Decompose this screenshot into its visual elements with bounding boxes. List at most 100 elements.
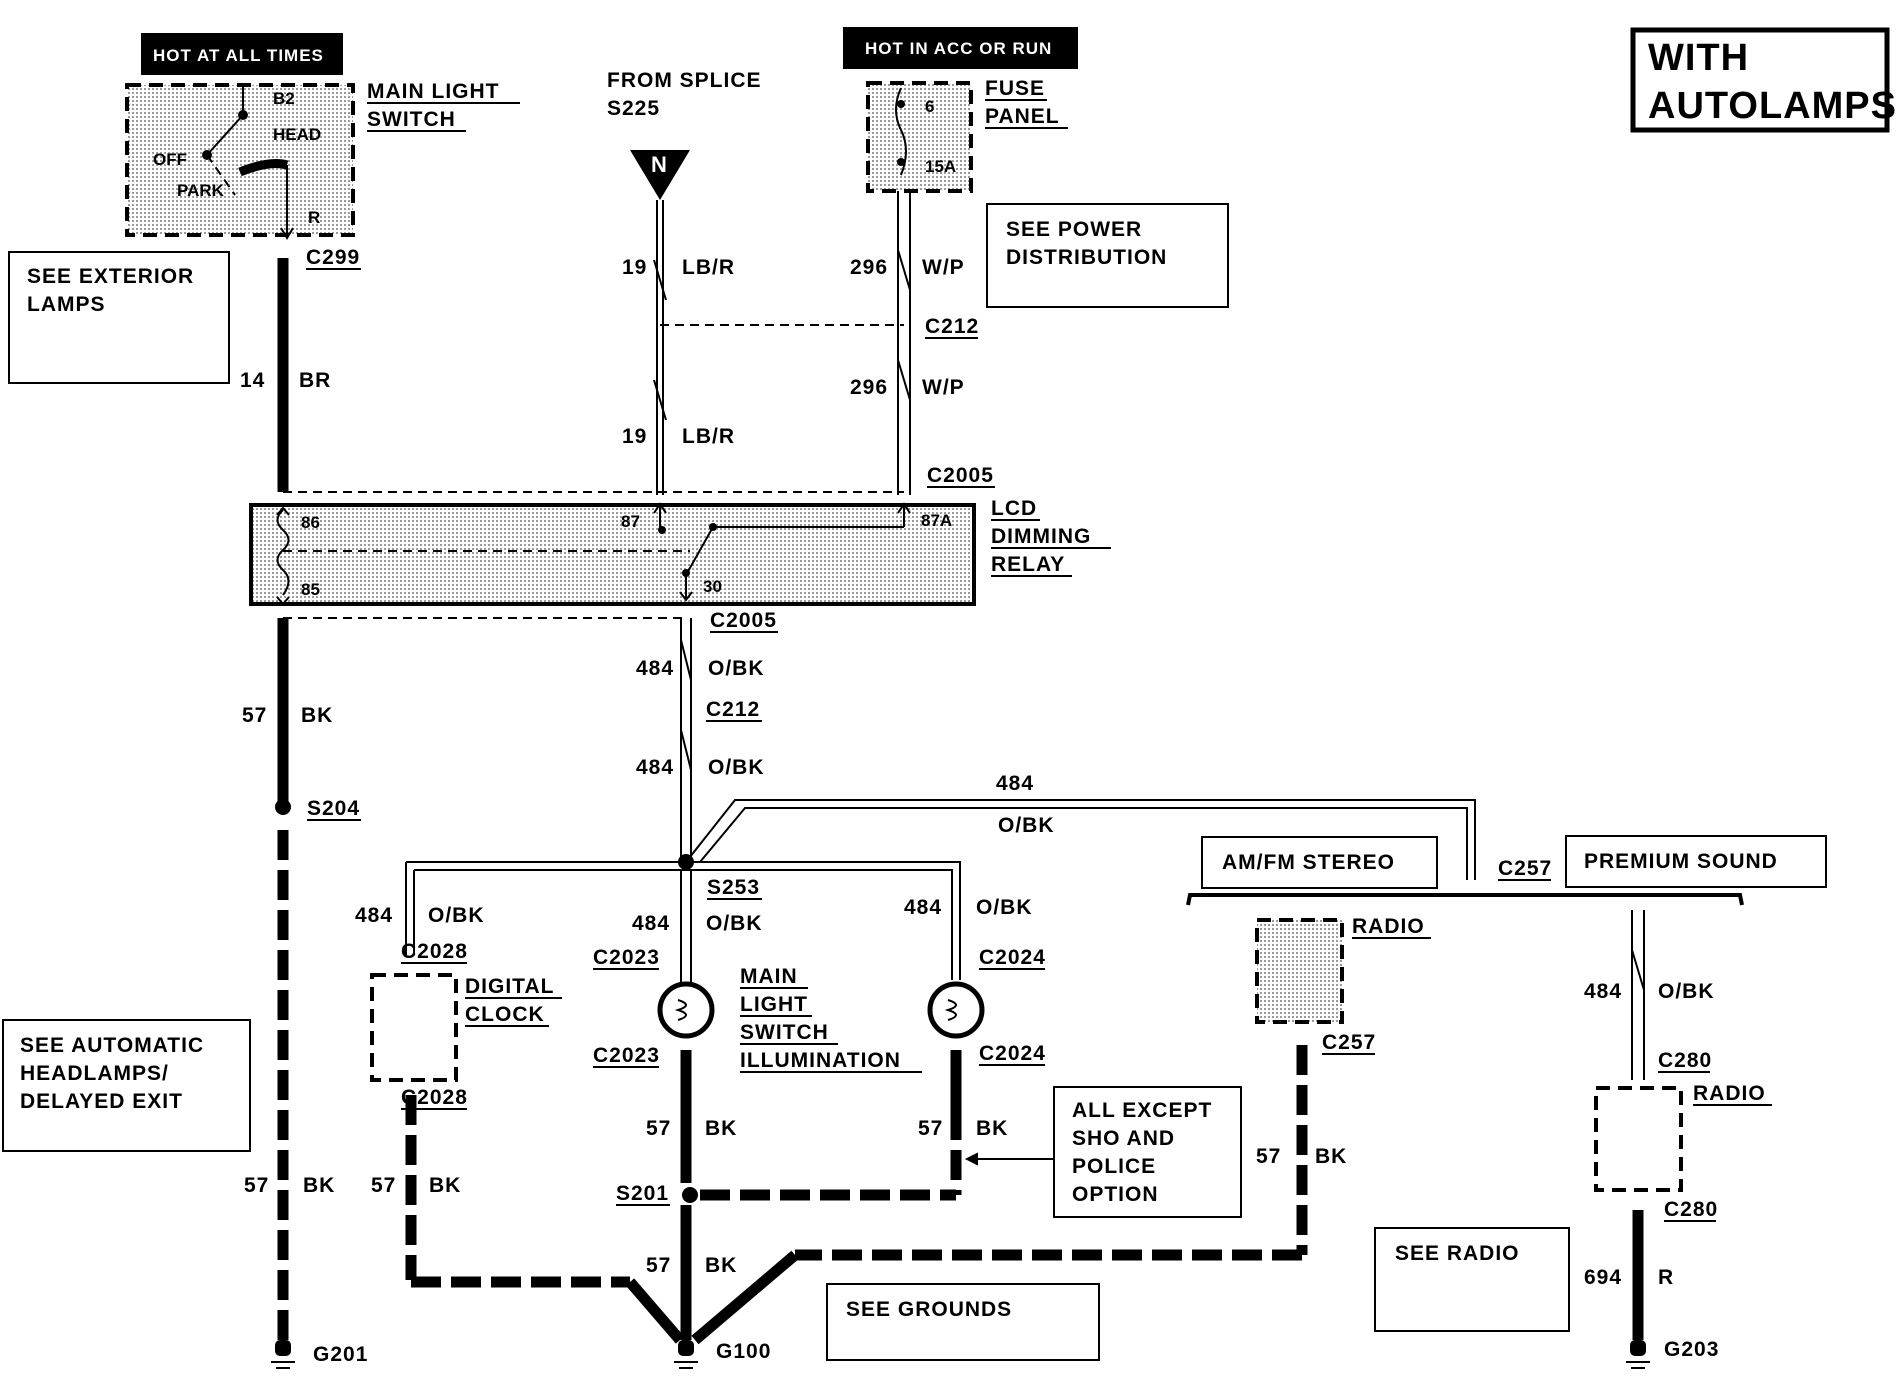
circ-19-a: 19 bbox=[622, 256, 647, 279]
color-r: R bbox=[1658, 1266, 1674, 1289]
c257-label-top: C257 bbox=[1498, 857, 1552, 880]
color-obk-f: O/BK bbox=[976, 896, 1033, 919]
from-splice-label-2: S225 bbox=[607, 97, 660, 120]
ground-wires bbox=[405, 1045, 1308, 1345]
circ-19-b: 19 bbox=[622, 425, 647, 448]
all-except-sho-4: OPTION bbox=[1072, 1183, 1159, 1206]
see-power-distribution-box: SEE POWER DISTRIBUTION bbox=[986, 203, 1229, 308]
c257-label-bottom: C257 bbox=[1322, 1031, 1376, 1054]
color-obk-d: O/BK bbox=[428, 904, 485, 927]
main-light-switch-illumination-label: MAIN LIGHT SWITCH ILLUMINATION bbox=[740, 965, 922, 1073]
color-bk-a: BK bbox=[301, 704, 333, 727]
circ-296-a: 296 bbox=[850, 256, 888, 279]
relay-label-3: RELAY bbox=[991, 553, 1065, 576]
switch-pos-off: OFF bbox=[153, 150, 187, 169]
see-radio-box: SEE RADIO bbox=[1374, 1227, 1570, 1332]
c2024-label-bottom: C2024 bbox=[979, 1042, 1046, 1065]
fuse-number: 6 bbox=[925, 97, 934, 116]
g201-label: G201 bbox=[313, 1343, 368, 1366]
audio-options: AM/FM STEREO PREMIUM SOUND bbox=[1186, 835, 1827, 906]
circ-484-d: 484 bbox=[355, 904, 393, 927]
circ-57-d: 57 bbox=[244, 1174, 269, 1197]
splice-symbol: N bbox=[651, 152, 667, 177]
all-except-sho-3: POLICE bbox=[1072, 1155, 1156, 1178]
c212-label-mid: C212 bbox=[706, 698, 760, 721]
s204-label: S204 bbox=[307, 797, 360, 820]
hot-in-acc-or-run-tag: HOT IN ACC OR RUN bbox=[843, 27, 1078, 69]
connector-labels: C299 C212 C2005 C2005 C212 S204 S253 C20… bbox=[306, 246, 1717, 1222]
see-automatic-headlamps-box: SEE AUTOMATIC HEADLAMPS/ DELAYED EXIT bbox=[2, 1019, 251, 1152]
from-splice-label-1: FROM SPLICE bbox=[607, 69, 762, 92]
relay-pin-85: 85 bbox=[301, 580, 320, 599]
ground-g201: G201 bbox=[271, 1340, 368, 1369]
color-bk-e: BK bbox=[429, 1174, 461, 1197]
circ-484-b: 484 bbox=[636, 756, 674, 779]
color-obk-a: O/BK bbox=[708, 657, 765, 680]
c212-label-top: C212 bbox=[925, 315, 979, 338]
illum-label-3: SWITCH bbox=[740, 1021, 829, 1044]
color-br: BR bbox=[299, 369, 331, 392]
main-light-switch-label-1: MAIN LIGHT bbox=[367, 80, 499, 103]
color-bk-f: BK bbox=[1315, 1145, 1347, 1168]
circ-484-f: 484 bbox=[904, 896, 942, 919]
illumination-bulb-left bbox=[657, 981, 715, 1039]
illum-label-2: LIGHT bbox=[740, 993, 808, 1016]
c2024-label-top: C2024 bbox=[979, 946, 1046, 969]
fuse-panel: 6 15A FUSE PANEL bbox=[866, 77, 1068, 193]
am-fm-stereo-label: AM/FM STEREO bbox=[1222, 851, 1395, 874]
c299-label: C299 bbox=[306, 246, 360, 269]
see-automatic-headlamps-1: SEE AUTOMATIC bbox=[20, 1034, 204, 1057]
color-bk-d: BK bbox=[303, 1174, 335, 1197]
color-lbr-b: LB/R bbox=[682, 425, 735, 448]
s253-label: S253 bbox=[707, 876, 760, 899]
all-except-sho-2: SHO AND bbox=[1072, 1127, 1175, 1150]
digital-clock: DIGITAL CLOCK bbox=[370, 973, 562, 1082]
see-exterior-lamps-box: SEE EXTERIOR LAMPS bbox=[8, 251, 230, 384]
relay-pin-87a: 87A bbox=[921, 511, 952, 530]
circuit-19-wire bbox=[653, 200, 904, 495]
ground-g100: G100 bbox=[674, 1340, 770, 1369]
circ-57-g: 57 bbox=[646, 1254, 671, 1277]
relay-label-1: LCD bbox=[991, 497, 1037, 520]
illum-label-1: MAIN bbox=[740, 965, 798, 988]
circ-484-g: 484 bbox=[1584, 980, 1622, 1003]
switch-pos-park: PARK bbox=[177, 181, 225, 200]
all-except-sho-box: ALL EXCEPT SHO AND POLICE OPTION bbox=[1053, 1086, 1242, 1218]
color-bk-c: BK bbox=[976, 1117, 1008, 1140]
switch-pos-b2: B2 bbox=[273, 89, 295, 108]
circuit-484-feed bbox=[405, 618, 1476, 985]
main-light-switch: B2 HEAD OFF PARK R MAIN LIGHT SWITCH bbox=[125, 80, 520, 240]
color-lbr-a: LB/R bbox=[682, 256, 735, 279]
circ-57-a: 57 bbox=[242, 704, 267, 727]
switch-pos-head: HEAD bbox=[273, 125, 321, 144]
circ-484-e: 484 bbox=[632, 912, 670, 935]
premium-sound-label: PREMIUM SOUND bbox=[1584, 850, 1778, 873]
color-obk-b: O/BK bbox=[708, 756, 765, 779]
color-obk-c: O/BK bbox=[998, 814, 1055, 837]
see-grounds-box: SEE GROUNDS bbox=[826, 1283, 1100, 1361]
radio-label-premium: RADIO bbox=[1693, 1082, 1766, 1105]
c2005-label-bottom: C2005 bbox=[710, 609, 777, 632]
circ-484-a: 484 bbox=[636, 657, 674, 680]
radio-label-amfm: RADIO bbox=[1352, 915, 1425, 938]
color-bk-b: BK bbox=[705, 1117, 737, 1140]
color-wp-b: W/P bbox=[922, 376, 965, 399]
relay-pin-87: 87 bbox=[621, 512, 640, 531]
radio-am-fm: RADIO bbox=[1255, 915, 1431, 1024]
see-automatic-headlamps-3: DELAYED EXIT bbox=[20, 1090, 183, 1113]
hot-in-acc-label: HOT IN ACC OR RUN bbox=[865, 39, 1052, 58]
c2023-label-bottom: C2023 bbox=[593, 1044, 660, 1067]
hot-at-all-times-tag: HOT AT ALL TIMES bbox=[141, 33, 343, 75]
relay-label-2: DIMMING bbox=[991, 525, 1091, 548]
main-light-switch-label-2: SWITCH bbox=[367, 108, 456, 131]
fuse-panel-label-1: FUSE bbox=[985, 77, 1045, 100]
circ-484-c: 484 bbox=[996, 772, 1034, 795]
left-wires bbox=[275, 258, 904, 1340]
c280-label-top: C280 bbox=[1658, 1049, 1712, 1072]
digital-clock-label-2: CLOCK bbox=[465, 1003, 545, 1026]
circuit-labels: 14 BR 19 LB/R 19 LB/R 296 W/P 296 W/P 57… bbox=[240, 256, 1715, 1289]
digital-clock-label-1: DIGITAL bbox=[465, 975, 554, 998]
c2023-label-top: C2023 bbox=[593, 946, 660, 969]
color-obk-g: O/BK bbox=[1658, 980, 1715, 1003]
